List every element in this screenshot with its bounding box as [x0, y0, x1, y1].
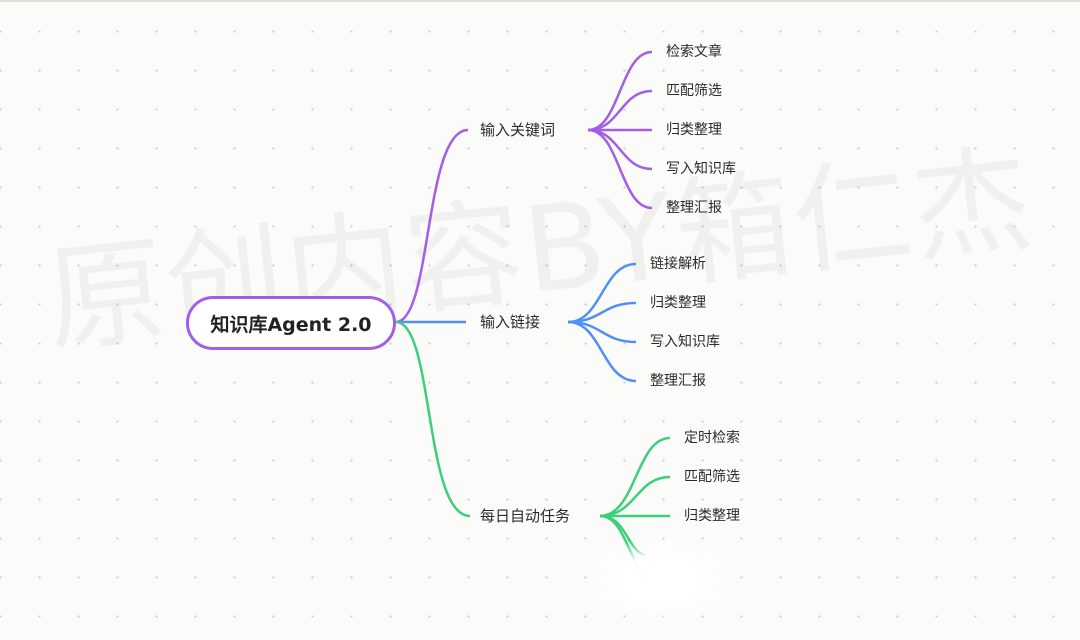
branch-node-keyword[interactable]: 输入关键词 [480, 121, 556, 139]
edge-keyword-leaf-4 [587, 128, 653, 171]
root-node[interactable]: 知识库Agent 2.0 [186, 296, 396, 350]
edge-link-leaf-4 [567, 320, 637, 383]
edge-daily-leaf-1 [599, 436, 671, 518]
leaf-node[interactable]: 链接解析 [650, 256, 706, 272]
leaf-node[interactable]: 写入知识库 [666, 161, 736, 177]
edge-link-leaf-1 [567, 262, 637, 324]
leaf-node[interactable]: 归类整理 [684, 508, 740, 524]
edge-keyword-leaf-5 [587, 128, 653, 210]
edge-root-keyword [395, 128, 469, 324]
edge-keyword-leaf-2 [587, 89, 653, 132]
leaf-node[interactable]: 整理汇报 [650, 373, 706, 389]
leaf-node[interactable]: 检索文章 [666, 44, 722, 60]
edge-keyword-leaf-1 [587, 50, 653, 132]
top-border [0, 0, 1080, 2]
leaf-node[interactable]: 写入知识库 [650, 334, 720, 350]
leaf-node[interactable]: 匹配筛选 [684, 469, 740, 485]
branch-node-daily[interactable]: 每日自动任务 [480, 507, 571, 525]
leaf-node[interactable]: 定时检索 [684, 430, 740, 446]
leaf-node[interactable]: 整理汇报 [666, 200, 722, 216]
leaf-node[interactable]: 归类整理 [666, 122, 722, 138]
branch-node-link[interactable]: 输入链接 [480, 313, 541, 331]
edge-daily-leaf-2 [599, 475, 671, 518]
blurred-region [590, 540, 730, 620]
leaf-node[interactable]: 匹配筛选 [666, 83, 722, 99]
edge-root-daily [395, 320, 471, 518]
leaf-node[interactable]: 归类整理 [650, 295, 706, 311]
